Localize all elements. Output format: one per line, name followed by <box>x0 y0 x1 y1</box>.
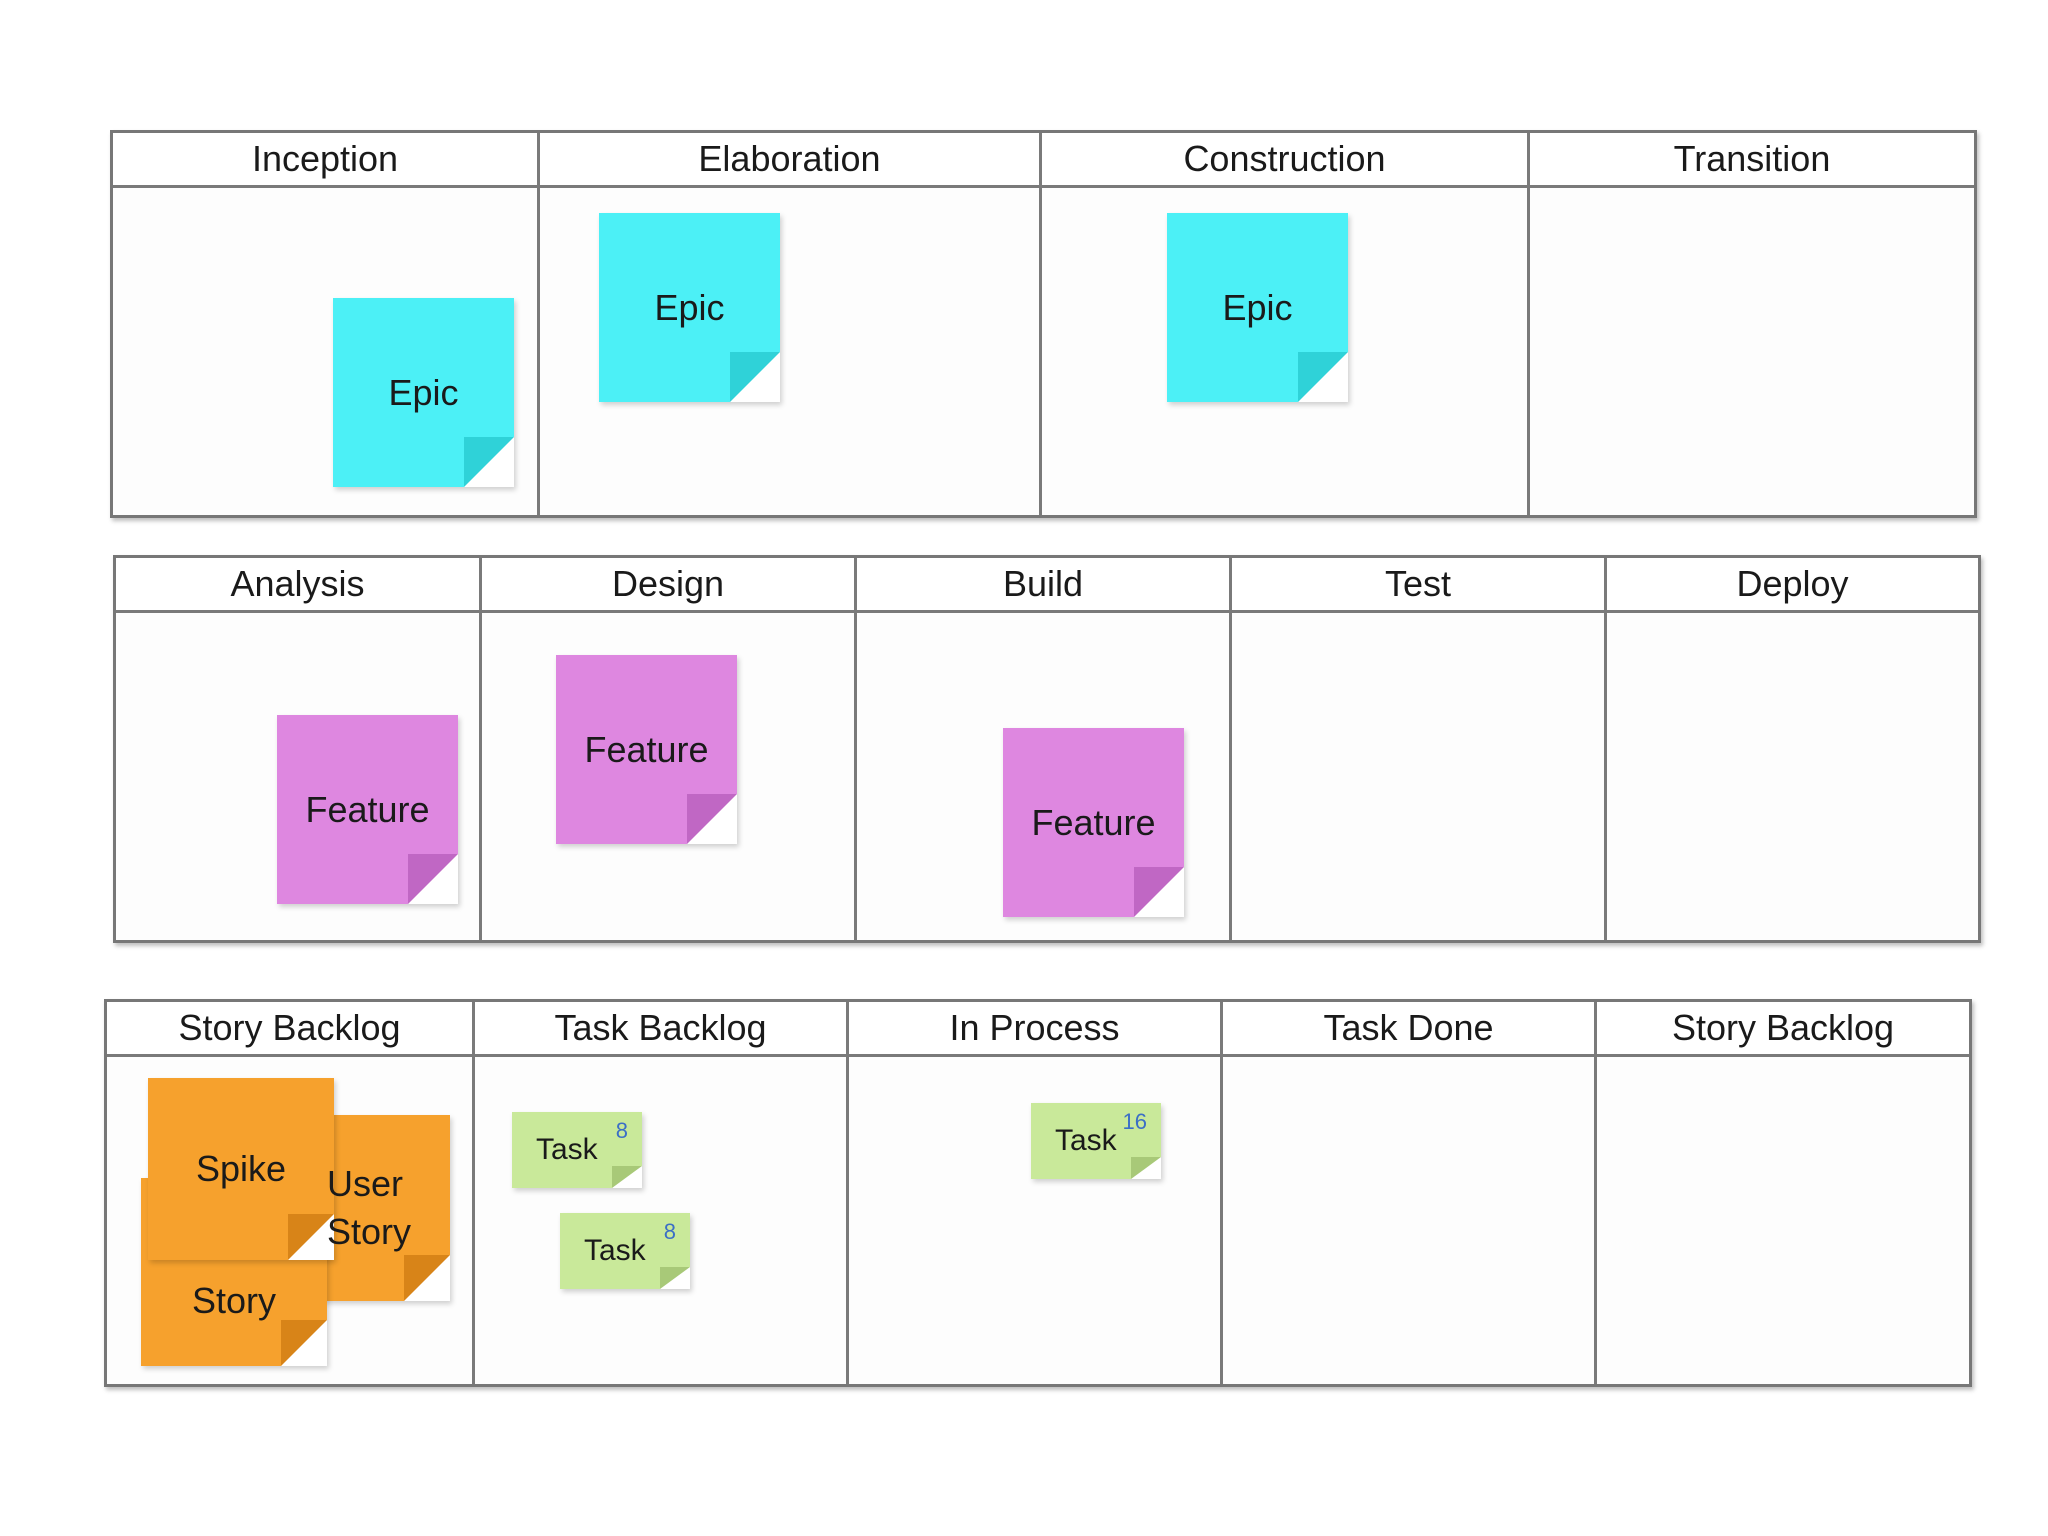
note-label: Task <box>536 1133 598 1166</box>
column-construction: Construction <box>1042 133 1530 515</box>
page-curl-icon <box>612 1166 642 1188</box>
column-header: Build <box>857 558 1229 613</box>
page-curl-icon <box>281 1320 327 1366</box>
column-deploy: Deploy <box>1607 558 1978 940</box>
column-body[interactable] <box>1530 188 1974 515</box>
page-curl-icon <box>404 1255 450 1301</box>
column-body[interactable] <box>1232 613 1604 940</box>
column-header: Analysis <box>116 558 479 613</box>
column-elaboration: Elaboration <box>540 133 1042 515</box>
page-curl-icon <box>1298 352 1348 402</box>
note-label: Story <box>191 1280 277 1321</box>
page-curl-icon <box>288 1214 334 1260</box>
column-header: Construction <box>1042 133 1527 188</box>
epic-note[interactable]: Epic <box>333 298 514 487</box>
column-transition: Transition <box>1530 133 1974 515</box>
column-analysis: Analysis <box>116 558 482 940</box>
column-in-process: In Process <box>849 1002 1223 1384</box>
feature-note[interactable]: Feature <box>556 655 737 844</box>
task-points: 16 <box>1122 1109 1147 1134</box>
task-note[interactable]: Task 16 <box>1031 1103 1161 1179</box>
column-header: Task Done <box>1223 1002 1594 1057</box>
column-header: Deploy <box>1607 558 1978 613</box>
column-header: Test <box>1232 558 1604 613</box>
column-header: Design <box>482 558 854 613</box>
column-header: In Process <box>849 1002 1220 1057</box>
note-label: Feature <box>584 728 709 770</box>
note-label: Epic <box>1222 286 1293 328</box>
task-note[interactable]: Task 8 <box>560 1213 690 1289</box>
epic-note[interactable]: Epic <box>599 213 780 402</box>
feature-note[interactable]: Feature <box>277 715 458 904</box>
note-label: Task <box>584 1234 646 1267</box>
column-body[interactable] <box>1607 613 1978 940</box>
epic-note[interactable]: Epic <box>1167 213 1348 402</box>
column-build: Build <box>857 558 1232 940</box>
note-label: Feature <box>1031 801 1156 843</box>
column-inception: Inception <box>113 133 540 515</box>
column-test: Test <box>1232 558 1607 940</box>
task-points: 8 <box>615 1118 628 1143</box>
note-label: Feature <box>305 788 430 830</box>
column-header: Elaboration <box>540 133 1039 188</box>
note-label: User Story <box>327 1163 412 1252</box>
column-task-done: Task Done <box>1223 1002 1597 1384</box>
column-body[interactable] <box>1223 1057 1594 1384</box>
column-story-backlog: Story Backlog <box>107 1002 475 1384</box>
page-curl-icon <box>1134 867 1184 917</box>
page-curl-icon <box>730 352 780 402</box>
column-header: Story Backlog <box>1597 1002 1969 1057</box>
spike-note[interactable]: Spike <box>148 1078 334 1260</box>
page-curl-icon <box>660 1267 690 1289</box>
column-story-done: Story Backlog <box>1597 1002 1969 1384</box>
page-curl-icon <box>1131 1157 1161 1179</box>
task-points: 8 <box>663 1219 676 1244</box>
page-curl-icon <box>687 794 737 844</box>
column-header: Task Backlog <box>475 1002 846 1057</box>
column-design: Design <box>482 558 857 940</box>
page-curl-icon <box>464 437 514 487</box>
note-label: Epic <box>388 371 459 413</box>
page-curl-icon <box>408 854 458 904</box>
note-label: Epic <box>654 286 725 328</box>
feature-note[interactable]: Feature <box>1003 728 1184 917</box>
column-header: Transition <box>1530 133 1974 188</box>
column-body[interactable] <box>1597 1057 1969 1384</box>
task-note[interactable]: Task 8 <box>512 1112 642 1188</box>
column-header: Inception <box>113 133 537 188</box>
note-label: Spike <box>195 1148 287 1189</box>
column-task-backlog: Task Backlog <box>475 1002 849 1384</box>
column-header: Story Backlog <box>107 1002 472 1057</box>
note-label: Task <box>1055 1124 1117 1157</box>
